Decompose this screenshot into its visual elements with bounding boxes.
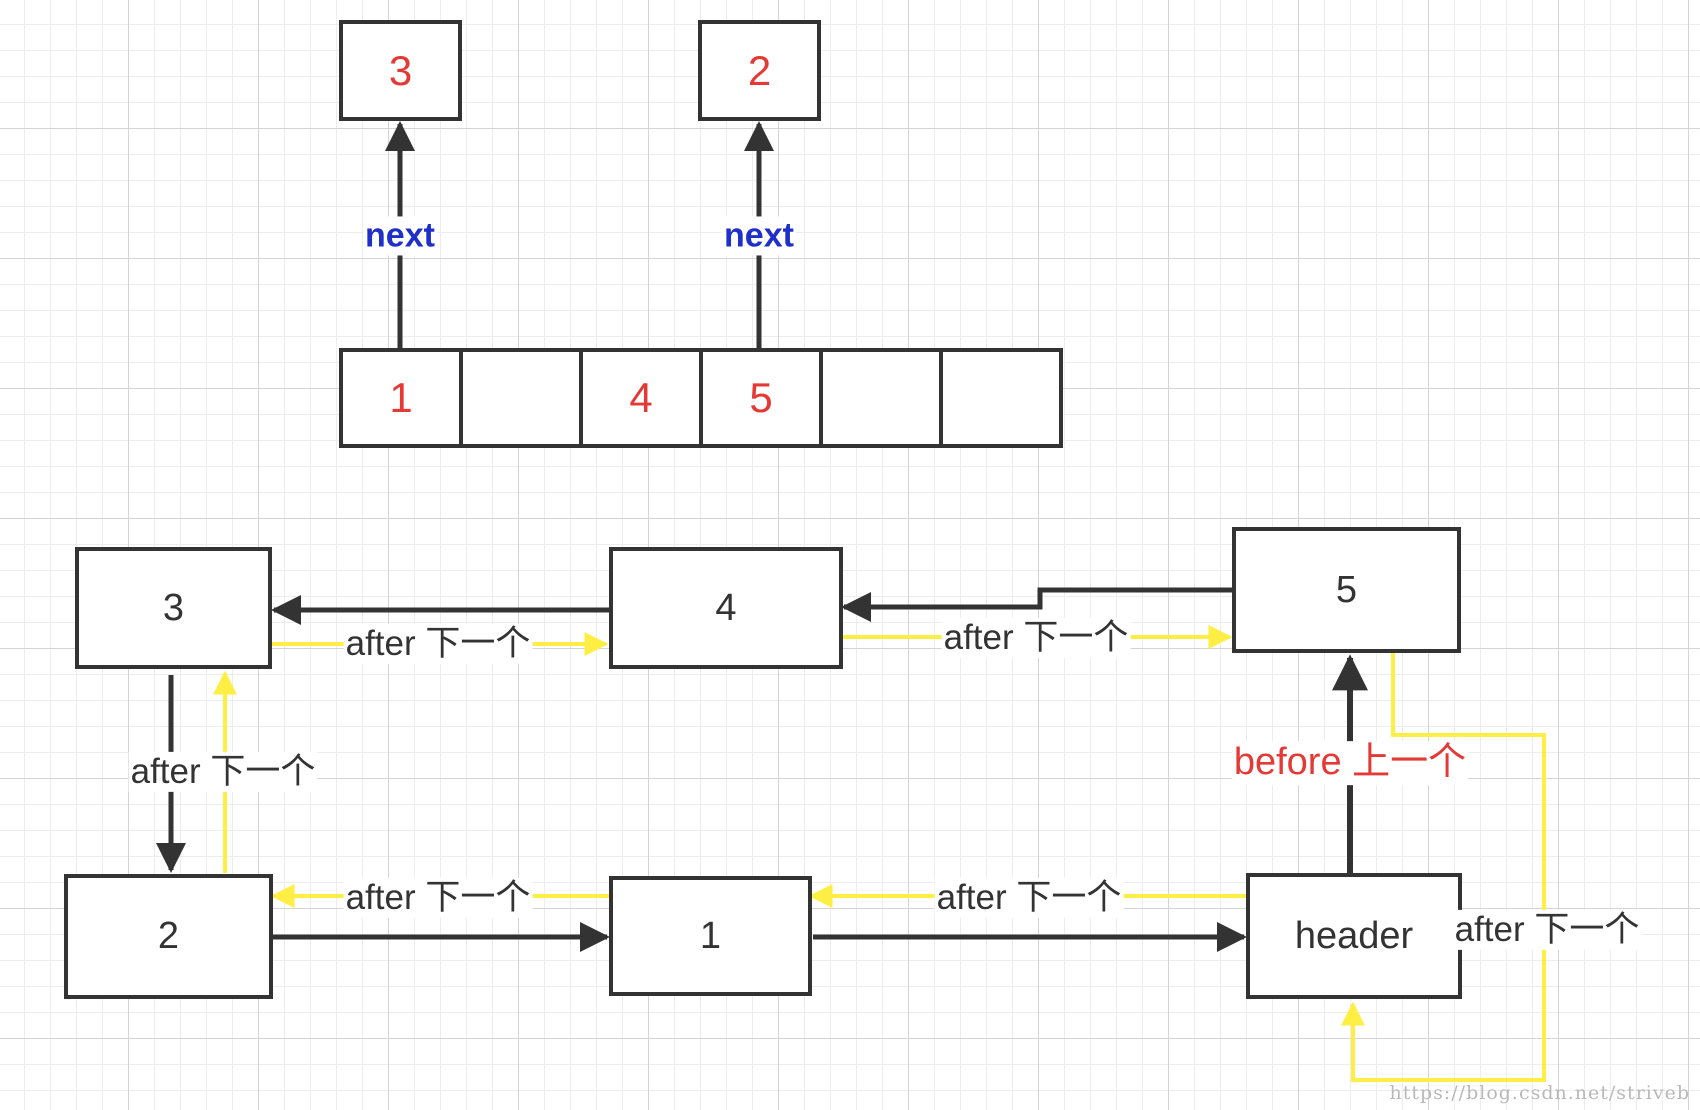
bucket-target-box: 3	[339, 20, 462, 121]
after-label: after 下一个	[128, 751, 318, 793]
bucket-cell	[819, 348, 943, 448]
bucket-cell: 1	[339, 348, 463, 448]
bucket-cell	[939, 348, 1063, 448]
next-label: next	[722, 216, 796, 256]
after-label: after 下一个	[934, 877, 1124, 919]
node-5: 5	[1232, 527, 1461, 653]
node-2: 2	[64, 874, 273, 999]
bucket-cell	[459, 348, 583, 448]
bucket-target-box: 2	[698, 20, 821, 121]
watermark: https://blog.csdn.net/striveb	[1389, 1082, 1690, 1104]
after-label: after 下一个	[1452, 909, 1642, 951]
after-label: after 下一个	[941, 617, 1131, 659]
node-1: 1	[609, 876, 812, 996]
after-label: after 下一个	[343, 877, 533, 919]
next-label: next	[363, 216, 437, 256]
header-node: header	[1246, 873, 1462, 999]
link-5-to-4	[841, 587, 1233, 622]
before-label: before 上一个	[1231, 741, 1469, 785]
node-4: 4	[609, 547, 843, 669]
bucket-cell: 5	[699, 348, 823, 448]
after-5-to-header	[1341, 652, 1546, 1082]
after-label: after 下一个	[343, 623, 533, 665]
bucket-cell: 4	[579, 348, 703, 448]
node-3: 3	[75, 547, 272, 669]
